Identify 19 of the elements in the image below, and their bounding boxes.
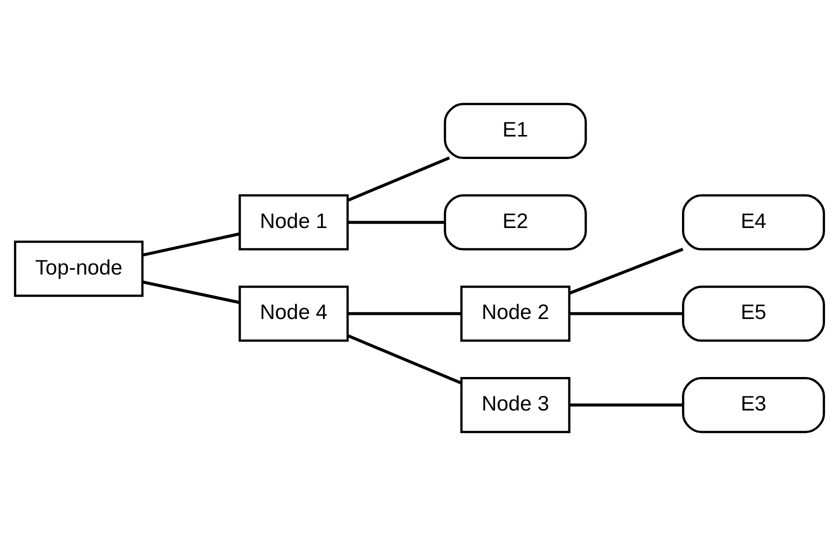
connector bbox=[348, 334, 462, 384]
node-box: E1 bbox=[444, 102, 587, 159]
node-box: E2 bbox=[444, 194, 587, 250]
node-box: E5 bbox=[682, 285, 826, 342]
node-box: Top-node bbox=[14, 240, 144, 296]
connector bbox=[569, 247, 684, 294]
node-box: E3 bbox=[682, 376, 826, 433]
connector bbox=[348, 156, 450, 202]
connector bbox=[570, 312, 683, 315]
node-box: Node 3 bbox=[460, 376, 570, 433]
connector bbox=[348, 220, 445, 224]
node-box: Node 1 bbox=[238, 194, 349, 250]
node-box: E4 bbox=[682, 194, 826, 250]
node-box: Node 2 bbox=[460, 285, 570, 342]
node-box: Node 4 bbox=[238, 285, 349, 342]
connector bbox=[142, 232, 240, 256]
connector bbox=[348, 312, 462, 315]
connector bbox=[142, 280, 240, 304]
connector bbox=[570, 403, 683, 406]
